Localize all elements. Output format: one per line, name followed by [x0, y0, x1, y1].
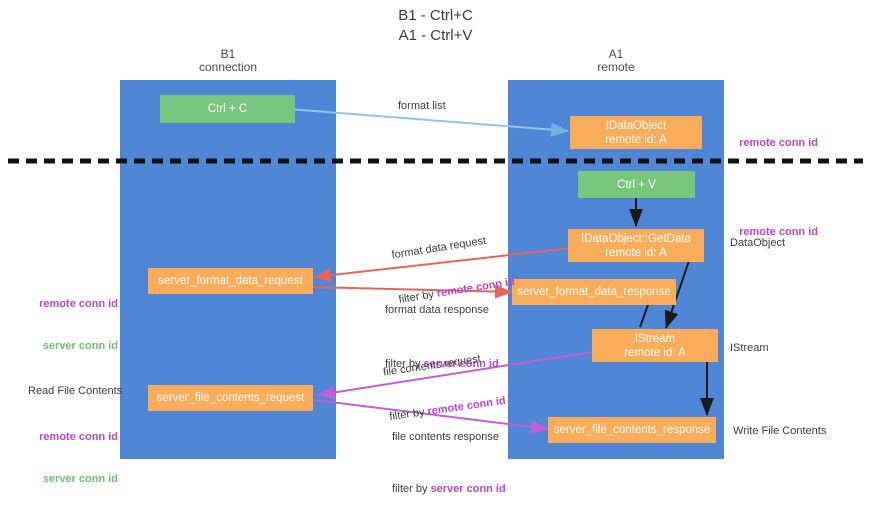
annotation-server-conn-id-text: server conn id	[42, 340, 118, 352]
edge-label-file-contents-response-main: file contents response	[392, 431, 500, 443]
lane-header-a1: A1 remote	[597, 47, 635, 74]
node-istream[interactable]: IStream remote id: A	[592, 329, 718, 362]
annotation-dataobject: DataObject	[730, 237, 786, 249]
edge-label-format-list: format list	[398, 100, 446, 112]
annotation-remote-conn-id-text: remote conn id	[39, 298, 118, 310]
arrow-file-contents-request	[317, 351, 593, 400]
arrow-file-contents-response	[313, 399, 549, 434]
annotation-remote-conn-id-text: remote conn id	[739, 137, 818, 149]
edge-label-format-data-response-main: format data response	[385, 304, 489, 316]
annotation-server-conn-id-text: server conn id	[42, 473, 118, 485]
node-server-format-data-request[interactable]: server_format_data_request	[148, 268, 313, 294]
annotation-read-file-contents: Read File Contents	[28, 385, 123, 397]
node-ctrl-v[interactable]: Ctrl + V	[578, 171, 695, 198]
annotation-istream: IStream	[730, 342, 769, 354]
annotation-getdata-remote-conn-id: remote conn id	[733, 211, 818, 239]
edge-label-format-data-response-filter: filter by server conn id	[385, 357, 499, 372]
page-title: B1 - Ctrl+C A1 - Ctrl+V	[398, 7, 473, 44]
lane-header-b1: B1 connection	[198, 47, 258, 74]
arrow-getdata-to-istream	[664, 257, 691, 329]
annotation-right-top-remote-conn-id: remote conn id	[733, 122, 818, 150]
node-idataobject-getdata[interactable]: IDataObject::GetData remote id: A	[568, 229, 704, 262]
annotation-remote-conn-id-text: remote conn id	[739, 226, 818, 238]
edge-label-file-contents-response-filter: filter by server conn id	[392, 482, 506, 497]
edge-label-format-data-response: format data response filter by server co…	[385, 273, 499, 387]
node-server-format-data-response[interactable]: server_format_data_response	[512, 279, 676, 305]
filter-prefix: filter by	[392, 483, 431, 495]
annotation-remote-conn-id-text: remote conn id	[39, 431, 118, 443]
annotation-left-conn-keys-lower: remote conn id server conn id	[22, 402, 118, 500]
edge-label-format-data-request-main: format data request	[390, 234, 487, 262]
filter-prefix: filter by	[385, 358, 424, 370]
node-server-file-contents-request[interactable]: server_file_contents_request	[148, 385, 313, 411]
node-ctrl-c[interactable]: Ctrl + C	[160, 95, 295, 123]
annotation-left-conn-keys-upper: remote conn id server conn id	[22, 269, 118, 367]
arrow-format-data-request	[313, 247, 573, 283]
node-idataobject[interactable]: IDataObject remote id: A	[570, 116, 702, 149]
edge-label-file-contents-response: file contents response filter by server …	[392, 400, 506, 512]
annotation-write-file-contents: Write File Contents	[733, 425, 827, 437]
arrow-response-to-istream	[639, 304, 649, 328]
arrow-format-list	[275, 107, 569, 137]
edge-label-file-contents-request-main: file contents request	[382, 352, 482, 379]
filter-key-server-conn-id: server conn id	[423, 358, 499, 370]
filter-key-server-conn-id: server conn id	[430, 483, 506, 495]
arrow-format-data-response	[309, 284, 513, 299]
node-server-file-contents-response[interactable]: server_file_contents_response	[548, 417, 716, 443]
